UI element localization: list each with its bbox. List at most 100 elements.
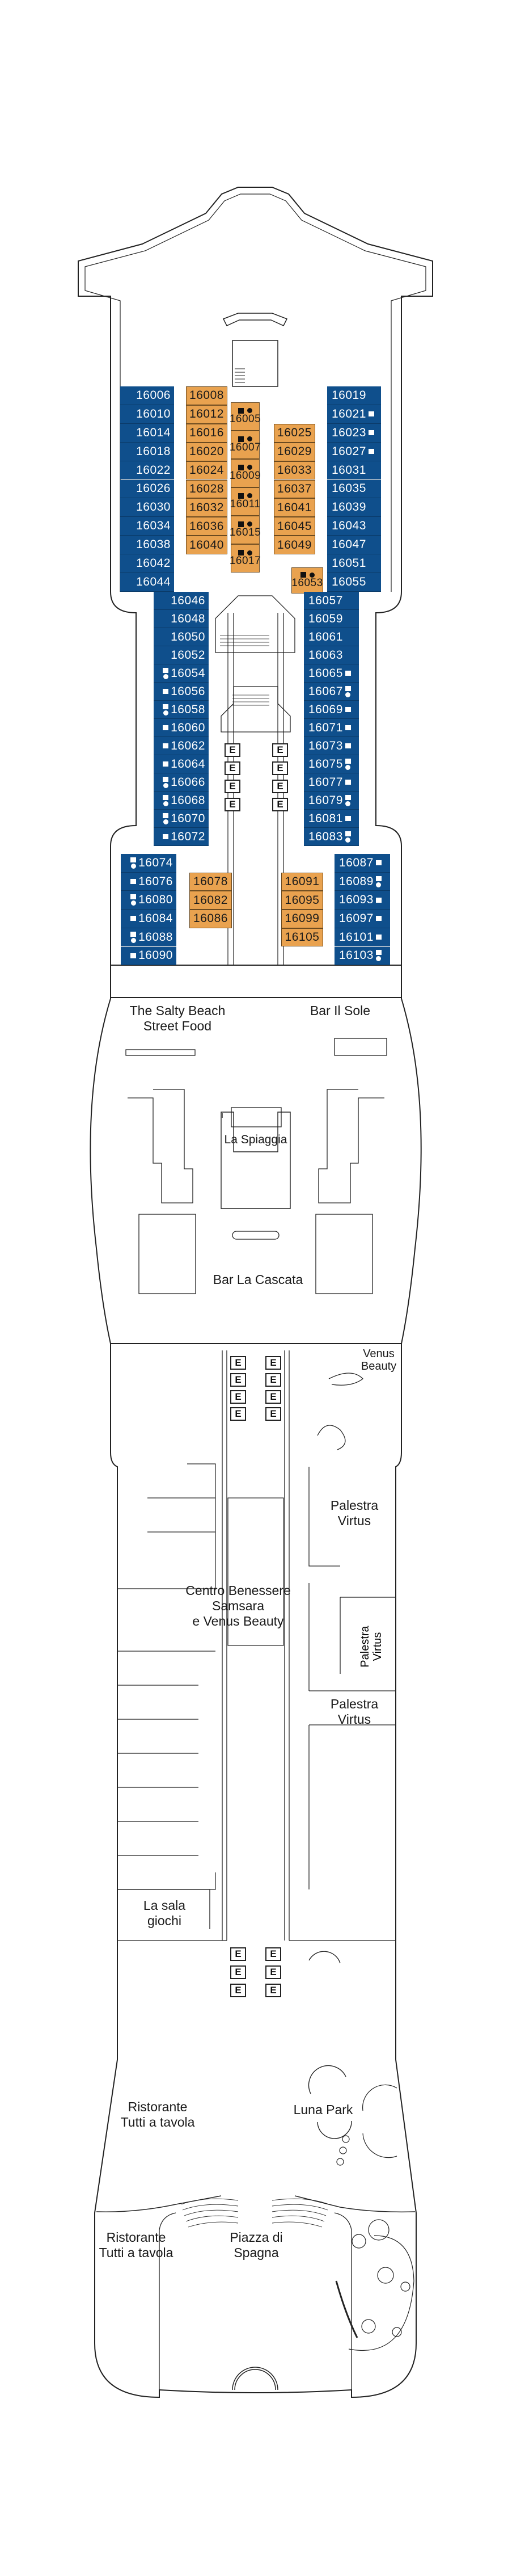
cabin-16062[interactable]: 16062 [154, 737, 209, 755]
cabin-16070[interactable]: 16070 [154, 810, 209, 828]
venue-la-spiaggia[interactable]: La Spiaggia [224, 1133, 287, 1146]
cabin-16074[interactable]: 16074 [121, 854, 176, 873]
cabin-16047[interactable]: 16047 [327, 536, 381, 555]
cabin-16052[interactable]: 16052 [154, 646, 209, 664]
cabin-16083[interactable]: 16083 [304, 828, 359, 846]
cabin-16017[interactable]: 16017 [230, 544, 261, 573]
cabin-16060[interactable]: 16060 [154, 719, 209, 737]
cabin-16056[interactable]: 16056 [154, 683, 209, 701]
cabin-16089[interactable]: 16089 [335, 872, 390, 891]
cabin-16018[interactable]: 16018 [120, 442, 174, 461]
cabin-16014[interactable]: 16014 [120, 423, 174, 443]
cabin-16008[interactable]: 16008 [186, 386, 227, 405]
cabin-16005[interactable]: 16005 [230, 402, 261, 431]
cabin-16037[interactable]: 16037 [274, 479, 315, 499]
cabin-16072[interactable]: 16072 [154, 828, 209, 846]
cabin-16028[interactable]: 16028 [186, 479, 227, 499]
cabin-16030[interactable]: 16030 [120, 498, 174, 517]
cabin-16012[interactable]: 16012 [186, 405, 227, 424]
cabin-16086[interactable]: 16086 [189, 910, 232, 928]
cabin-16041[interactable]: 16041 [274, 498, 315, 517]
cabin-16057[interactable]: 16057 [304, 592, 359, 610]
cabin-16097[interactable]: 16097 [335, 910, 390, 928]
cabin-16022[interactable]: 16022 [120, 461, 174, 480]
cabin-16033[interactable]: 16033 [274, 461, 315, 480]
cabin-16046[interactable]: 16046 [154, 592, 209, 610]
cabin-16068[interactable]: 16068 [154, 792, 209, 810]
cabin-16105[interactable]: 16105 [281, 928, 323, 947]
cabin-16079[interactable]: 16079 [304, 792, 359, 810]
cabin-16023[interactable]: 16023 [327, 423, 381, 443]
cabin-16053[interactable]: 16053 [291, 567, 323, 594]
cabin-16038[interactable]: 16038 [120, 536, 174, 555]
cabin-16069[interactable]: 16069 [304, 701, 359, 719]
venue-bar-il-sole[interactable]: Bar Il Sole [310, 1003, 371, 1018]
cabin-16025[interactable]: 16025 [274, 423, 315, 443]
cabin-16011[interactable]: 16011 [230, 487, 260, 516]
cabin-16076[interactable]: 16076 [121, 872, 176, 891]
cabin-16042[interactable]: 16042 [120, 554, 174, 573]
cabin-16065[interactable]: 16065 [304, 664, 359, 683]
cabin-16058[interactable]: 16058 [154, 701, 209, 719]
venue-bar-la-cascata[interactable]: Bar La Cascata [213, 1272, 303, 1287]
cabin-16009[interactable]: 16009 [230, 458, 261, 487]
cabin-16084[interactable]: 16084 [121, 910, 176, 928]
cabin-16019[interactable]: 16019 [327, 386, 381, 405]
cabin-16075[interactable]: 16075 [304, 755, 359, 773]
cabin-16101[interactable]: 16101 [335, 928, 390, 947]
cabin-16067[interactable]: 16067 [304, 683, 359, 701]
cabin-16044[interactable]: 16044 [120, 573, 174, 592]
cabin-16040[interactable]: 16040 [186, 536, 227, 555]
cabin-16073[interactable]: 16073 [304, 737, 359, 755]
cabin-16088[interactable]: 16088 [121, 928, 176, 947]
cabin-16024[interactable]: 16024 [186, 461, 227, 480]
cabin-16031[interactable]: 16031 [327, 461, 381, 480]
cabin-16050[interactable]: 16050 [154, 628, 209, 646]
cabin-16051[interactable]: 16051 [327, 554, 381, 573]
cabin-16039[interactable]: 16039 [327, 498, 381, 517]
cabin-16093[interactable]: 16093 [335, 891, 390, 910]
cabin-16049[interactable]: 16049 [274, 536, 315, 555]
cabin-16099[interactable]: 16099 [281, 910, 323, 928]
cabin-16095[interactable]: 16095 [281, 891, 323, 910]
cabin-16034[interactable]: 16034 [120, 517, 174, 536]
cabin-16078[interactable]: 16078 [189, 872, 232, 891]
cabin-16027[interactable]: 16027 [327, 442, 381, 461]
cabin-16021[interactable]: 16021 [327, 405, 381, 424]
cabin-16064[interactable]: 16064 [154, 755, 209, 773]
cabin-16045[interactable]: 16045 [274, 517, 315, 536]
cabin-16010[interactable]: 16010 [120, 405, 174, 424]
cabin-16035[interactable]: 16035 [327, 479, 381, 499]
cabin-16071[interactable]: 16071 [304, 719, 359, 737]
cabin-16081[interactable]: 16081 [304, 810, 359, 828]
cabin-16080[interactable]: 16080 [121, 891, 176, 910]
cabin-16087[interactable]: 16087 [335, 854, 390, 873]
cabin-16103[interactable]: 16103 [335, 946, 390, 966]
cabin-16048[interactable]: 16048 [154, 610, 209, 628]
cabin-16077[interactable]: 16077 [304, 773, 359, 792]
cabin-16054[interactable]: 16054 [154, 664, 209, 683]
cabin-16029[interactable]: 16029 [274, 442, 315, 461]
cabin-16055[interactable]: 16055 [327, 573, 381, 592]
cabin-16043[interactable]: 16043 [327, 517, 381, 536]
cabin-16006[interactable]: 16006 [120, 386, 174, 405]
cabin-16063[interactable]: 16063 [304, 646, 359, 664]
cabin-16066[interactable]: 16066 [154, 773, 209, 792]
cabin-16007[interactable]: 16007 [230, 430, 261, 459]
venue-luna-park[interactable]: Luna Park [293, 2102, 353, 2117]
cabin-16016[interactable]: 16016 [186, 423, 227, 443]
cabin-16091[interactable]: 16091 [281, 872, 323, 891]
cabin-16026[interactable]: 16026 [120, 479, 174, 499]
cabin-16059[interactable]: 16059 [304, 610, 359, 628]
cabin-16020[interactable]: 16020 [186, 442, 227, 461]
cabin-16061[interactable]: 16061 [304, 628, 359, 646]
